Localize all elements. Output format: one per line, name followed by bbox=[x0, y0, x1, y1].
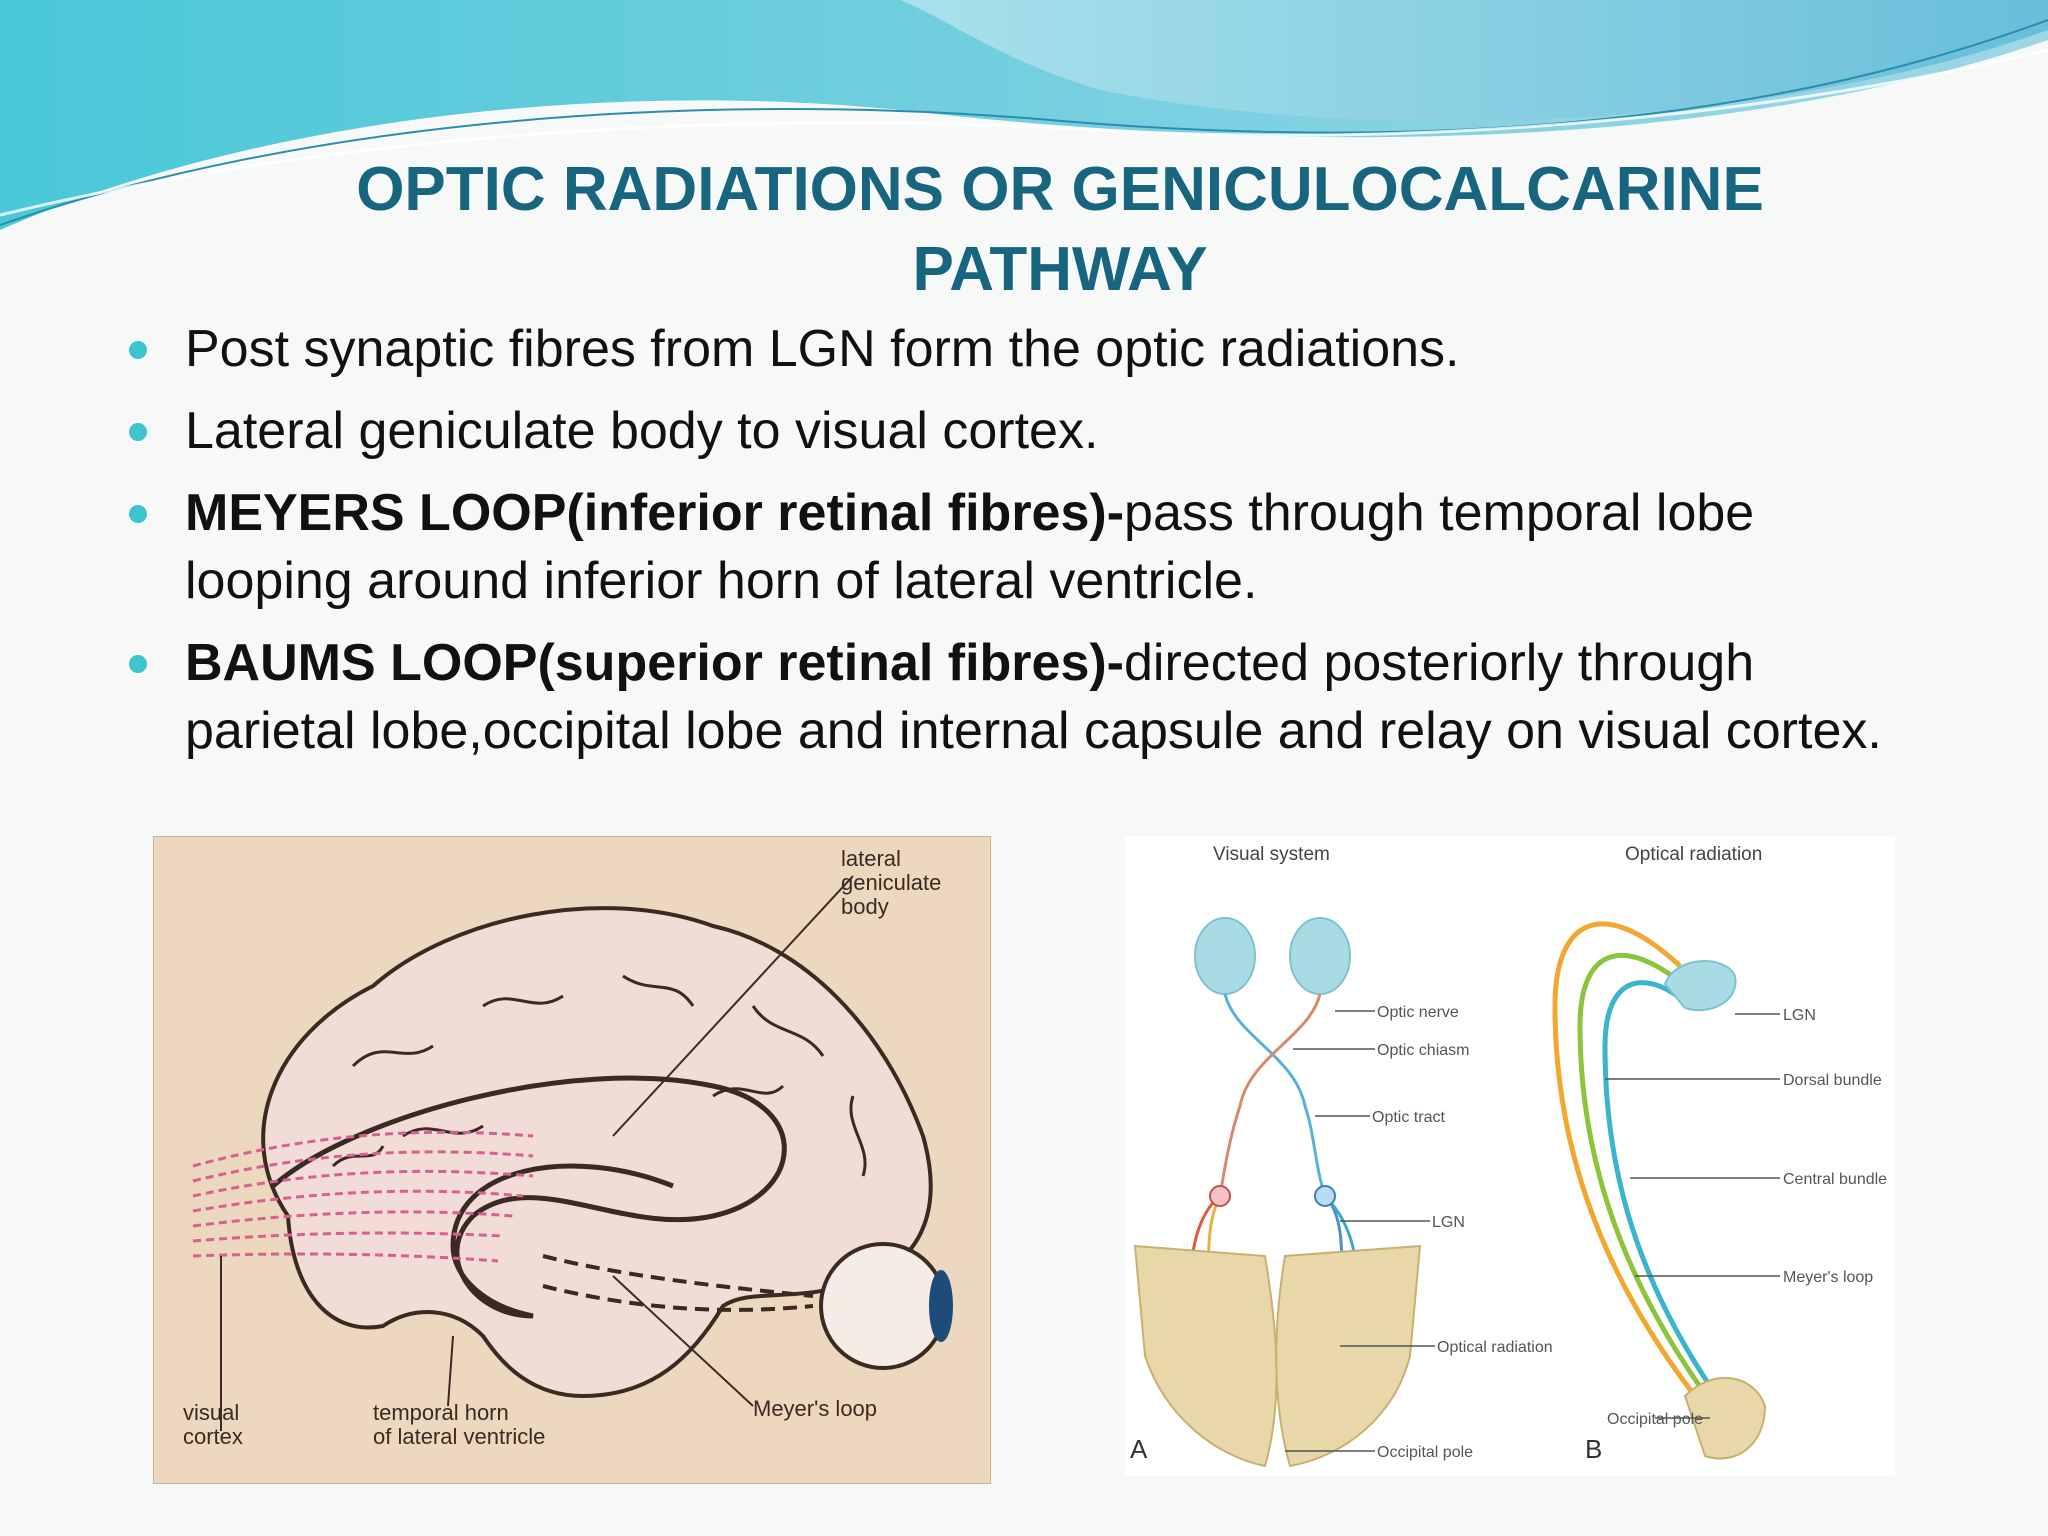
label-lgn-1: lateral bbox=[841, 846, 901, 871]
brain-meyers-loop-figure: lateral geniculate body visual cortex te… bbox=[153, 836, 991, 1484]
label-occipital-pole-b: Occipital pole bbox=[1607, 1411, 1703, 1428]
label-visual-cortex-2: cortex bbox=[183, 1424, 243, 1449]
label-occipital-pole-a: Occipital pole bbox=[1377, 1444, 1473, 1461]
label-optic-chiasm: Optic chiasm bbox=[1377, 1042, 1469, 1059]
heading-visual-system: Visual system bbox=[1213, 844, 1330, 865]
slide-title: OPTIC RADIATIONS OR GENICULOCALCARINE PA… bbox=[250, 150, 1870, 310]
label-meyers-loop: Meyer's loop bbox=[753, 1396, 877, 1421]
label-meyers-loop-b: Meyer's loop bbox=[1783, 1269, 1873, 1286]
title-line-2: PATHWAY bbox=[912, 235, 1208, 304]
label-optic-tract: Optic tract bbox=[1372, 1109, 1445, 1126]
optic-tract-dashes bbox=[542, 1254, 814, 1312]
bullet-dot-icon bbox=[129, 423, 147, 441]
label-temporal-horn-1: temporal horn bbox=[373, 1400, 509, 1425]
bullet-list: Post synaptic fibres from LGN form the o… bbox=[125, 315, 1925, 779]
header-wave-decoration bbox=[0, 0, 2048, 230]
lateral-ventricle bbox=[271, 1075, 787, 1319]
eyeball bbox=[819, 1242, 953, 1370]
panel-label-b: B bbox=[1585, 1434, 1602, 1464]
title-line-1: OPTIC RADIATIONS OR GENICULOCALCARINE bbox=[356, 155, 1764, 224]
bullet-item: MEYERS LOOP(inferior retinal fibres)-pas… bbox=[125, 479, 1925, 615]
label-optical-radiation: Optical radiation bbox=[1437, 1339, 1553, 1356]
label-lgn-3: body bbox=[841, 894, 889, 919]
meyers-loop-term: MEYERS LOOP(inferior retinal fibres)- bbox=[185, 484, 1125, 542]
label-central-bundle: Central bundle bbox=[1783, 1171, 1887, 1188]
label-lgn-b: LGN bbox=[1783, 1007, 1816, 1024]
eyes-panel-a bbox=[1194, 917, 1351, 995]
occipital-cortex-a bbox=[1133, 1244, 1422, 1468]
lgn-b bbox=[1663, 960, 1737, 1012]
baums-loop-term: BAUMS LOOP(superior retinal fibres)- bbox=[185, 634, 1124, 692]
optic-radiation-fibres bbox=[192, 1130, 534, 1263]
panel-label-a: A bbox=[1130, 1434, 1148, 1464]
label-temporal-horn-2: of lateral ventricle bbox=[373, 1424, 545, 1449]
lgn-left bbox=[1209, 1185, 1231, 1207]
label-optic-nerve: Optic nerve bbox=[1377, 1004, 1459, 1021]
bullet-dot-icon bbox=[129, 655, 147, 673]
bullet-dot-icon bbox=[129, 341, 147, 359]
label-lgn-2: geniculate bbox=[841, 870, 941, 895]
label-visual-cortex-1: visual bbox=[183, 1400, 239, 1425]
bullet-item: Post synaptic fibres from LGN form the o… bbox=[125, 315, 1925, 383]
lgn-right bbox=[1314, 1185, 1336, 1207]
visual-system-figure: Visual system Optical radiation Optic ne… bbox=[1125, 836, 1895, 1476]
heading-optical-radiation: Optical radiation bbox=[1625, 844, 1762, 865]
label-dorsal-bundle: Dorsal bundle bbox=[1783, 1072, 1882, 1089]
bullet-item: Lateral geniculate body to visual cortex… bbox=[125, 397, 1925, 465]
label-lgn-a: LGN bbox=[1432, 1214, 1465, 1231]
occipital-pole-b bbox=[1683, 1377, 1767, 1460]
bullet-item: BAUMS LOOP(superior retinal fibres)-dire… bbox=[125, 629, 1925, 765]
bullet-dot-icon bbox=[129, 505, 147, 523]
